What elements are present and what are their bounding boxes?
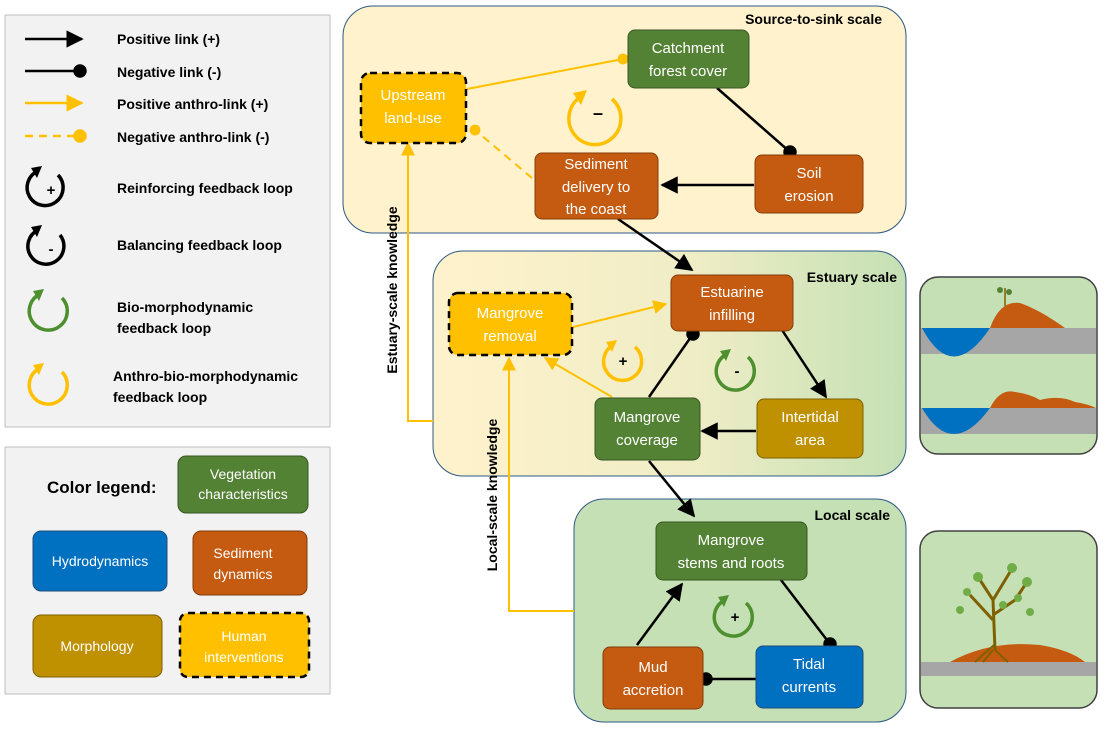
node-intertidal-area: Intertidal area <box>756 398 864 459</box>
link-sediment-upstream <box>469 124 533 179</box>
legend-negative-link: Negative link (-) <box>117 64 221 80</box>
link-estuarine-intertidal <box>780 329 828 399</box>
balancing-loop-icon: - <box>26 225 66 266</box>
anthro-loop-icon <box>27 363 69 406</box>
svg-text:–: – <box>593 103 603 123</box>
sediment-label-1: Sediment <box>213 545 272 561</box>
legend-positive-link: Positive link (+) <box>117 31 220 47</box>
sediment-swatch <box>192 530 308 596</box>
svg-text:+: + <box>619 353 628 370</box>
local-knowledge-label: Local-scale knowledge <box>484 419 500 572</box>
link-mud-stems <box>635 582 684 646</box>
svg-text:infilling: infilling <box>709 307 755 324</box>
svg-text:Soil: Soil <box>796 165 821 182</box>
link-sediment-estuarine <box>617 217 694 272</box>
hydrodynamics-swatch <box>32 530 168 592</box>
svg-text:+: + <box>731 609 740 626</box>
mangrove-tree-illustration <box>919 530 1098 709</box>
node-catchment-forest-cover: Catchment forest cover <box>627 29 750 89</box>
svg-text:Intertidal: Intertidal <box>781 409 839 426</box>
hydro-label: Hydrodynamics <box>52 553 148 569</box>
legend-balancing-loop: Balancing feedback loop <box>117 237 282 253</box>
legend-positive-anthro-link: Positive anthro-link (+) <box>117 96 268 112</box>
link-upstream-catchment <box>466 53 629 90</box>
link-coverage-removal <box>543 357 613 398</box>
svg-text:Catchment: Catchment <box>652 40 725 57</box>
svg-text:Mangrove: Mangrove <box>698 532 765 549</box>
node-upstream-land-use: Upstream land-use <box>359 71 468 145</box>
svg-text:Mangrove: Mangrove <box>614 409 681 426</box>
svg-text:Sediment: Sediment <box>564 156 628 173</box>
node-mud-accretion: Mud accretion <box>602 646 704 710</box>
link-catchment-soil <box>716 87 797 159</box>
color-legend-panel: Color legend: Vegetation characteristics… <box>4 446 331 695</box>
link-stems-tidal <box>780 579 837 651</box>
node-estuarine-infilling: Estuarine infilling <box>670 274 794 332</box>
svg-text:stems and roots: stems and roots <box>678 555 785 572</box>
svg-text:Estuarine: Estuarine <box>700 284 763 301</box>
svg-text:removal: removal <box>483 328 536 345</box>
node-mangrove-coverage: Mangrove coverage <box>594 397 701 461</box>
bio-morphodynamic-loop-icon <box>27 289 69 332</box>
vegetation-label-2: characteristics <box>198 486 287 502</box>
link-coverage-stems <box>648 460 696 518</box>
legend-anthro-loop-line1: Anthro-bio-morphodynamic <box>113 368 298 384</box>
legend-anthro-loop-line2: feedback loop <box>113 389 207 405</box>
legend-bio-loop-line1: Bio-morphodynamic <box>117 299 253 315</box>
human-swatch <box>178 611 311 679</box>
svg-text:currents: currents <box>782 679 836 696</box>
node-tidal-currents: Tidal currents <box>755 645 864 709</box>
estuary-scale-title: Estuary scale <box>807 269 897 285</box>
vegetation-swatch <box>177 455 309 514</box>
node-sediment-delivery: Sediment delivery to the coast <box>534 152 659 220</box>
morphology-swatch <box>32 614 163 678</box>
human-label-2: interventions <box>204 649 283 665</box>
source-anthro-loop-icon: – <box>567 90 623 147</box>
vegetation-label-1: Vegetation <box>210 466 276 482</box>
link-legend-panel: Positive link (+) Negative link (-) Posi… <box>4 14 331 428</box>
svg-text:delivery to: delivery to <box>562 179 630 196</box>
link-estuary-knowledge <box>401 141 433 422</box>
svg-text:-: - <box>735 363 740 380</box>
reinforcing-loop-icon: + <box>25 166 65 208</box>
legend-negative-anthro-link: Negative anthro-link (-) <box>117 129 269 145</box>
sediment-label-2: dynamics <box>213 566 272 582</box>
local-scale-title: Local scale <box>815 507 891 523</box>
svg-text:Tidal: Tidal <box>793 656 825 673</box>
human-label-1: Human <box>221 628 266 644</box>
link-coverage-estuarine <box>647 327 700 398</box>
node-mangrove-stems-roots: Mangrove stems and roots <box>655 521 808 581</box>
node-soil-erosion: Soil erosion <box>754 154 864 214</box>
local-bio-loop-icon: + <box>712 595 754 638</box>
svg-text:the coast: the coast <box>566 201 628 218</box>
source-scale-title: Source-to-sink scale <box>745 11 882 27</box>
svg-text:forest cover: forest cover <box>649 63 727 80</box>
estuary-cross-section-illustration <box>919 276 1098 455</box>
svg-text:Upstream: Upstream <box>380 87 445 104</box>
svg-text:coverage: coverage <box>616 432 678 449</box>
morphology-label: Morphology <box>60 638 133 654</box>
svg-text:+: + <box>47 182 56 199</box>
node-mangrove-removal: Mangrove removal <box>447 291 574 357</box>
svg-text:Mud: Mud <box>638 659 667 676</box>
svg-text:-: - <box>49 241 54 258</box>
svg-text:Mangrove: Mangrove <box>477 305 544 322</box>
svg-text:land-use: land-use <box>384 110 442 127</box>
link-local-knowledge <box>502 356 574 612</box>
color-legend-title: Color legend: <box>47 478 157 497</box>
estuary-anthro-loop-icon: + <box>601 340 644 383</box>
svg-text:accretion: accretion <box>623 682 684 699</box>
link-removal-estuarine <box>572 300 668 328</box>
svg-text:area: area <box>795 432 826 449</box>
svg-text:erosion: erosion <box>784 188 833 205</box>
estuary-bio-loop-icon: - <box>714 349 756 392</box>
legend-reinforcing-loop: Reinforcing feedback loop <box>117 180 293 196</box>
estuary-knowledge-label: Estuary-scale knowledge <box>384 206 400 374</box>
legend-bio-loop-line2: feedback loop <box>117 320 211 336</box>
